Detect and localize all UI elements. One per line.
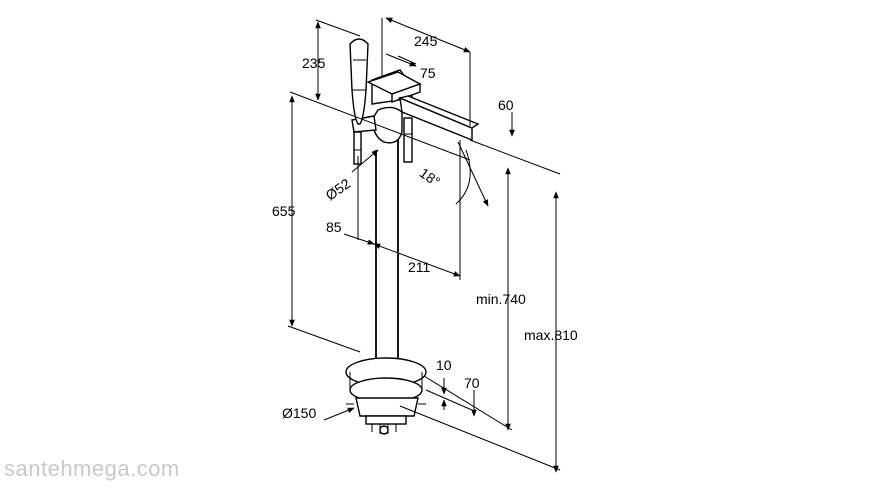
dim-245: 245	[414, 33, 438, 49]
dim-diameter-150: Ø150	[282, 405, 316, 421]
faucet-body	[345, 38, 480, 435]
watermark: santehmega.com	[4, 456, 180, 481]
dim-diameter-52: Ø52	[323, 175, 354, 203]
dim-60: 60	[498, 97, 514, 113]
dim-70: 70	[464, 375, 480, 391]
dim-min-height: min.740	[476, 291, 526, 307]
dim-10: 10	[436, 357, 452, 373]
dimension-lines	[287, 17, 561, 473]
dim-85: 85	[326, 219, 342, 235]
dim-655: 655	[272, 203, 296, 219]
dim-angle-18: 18°	[417, 165, 444, 190]
dim-75: 75	[420, 65, 436, 81]
dim-211: 211	[408, 259, 431, 275]
dim-235: 235	[302, 55, 326, 71]
dim-max-height: max.810	[524, 327, 578, 343]
